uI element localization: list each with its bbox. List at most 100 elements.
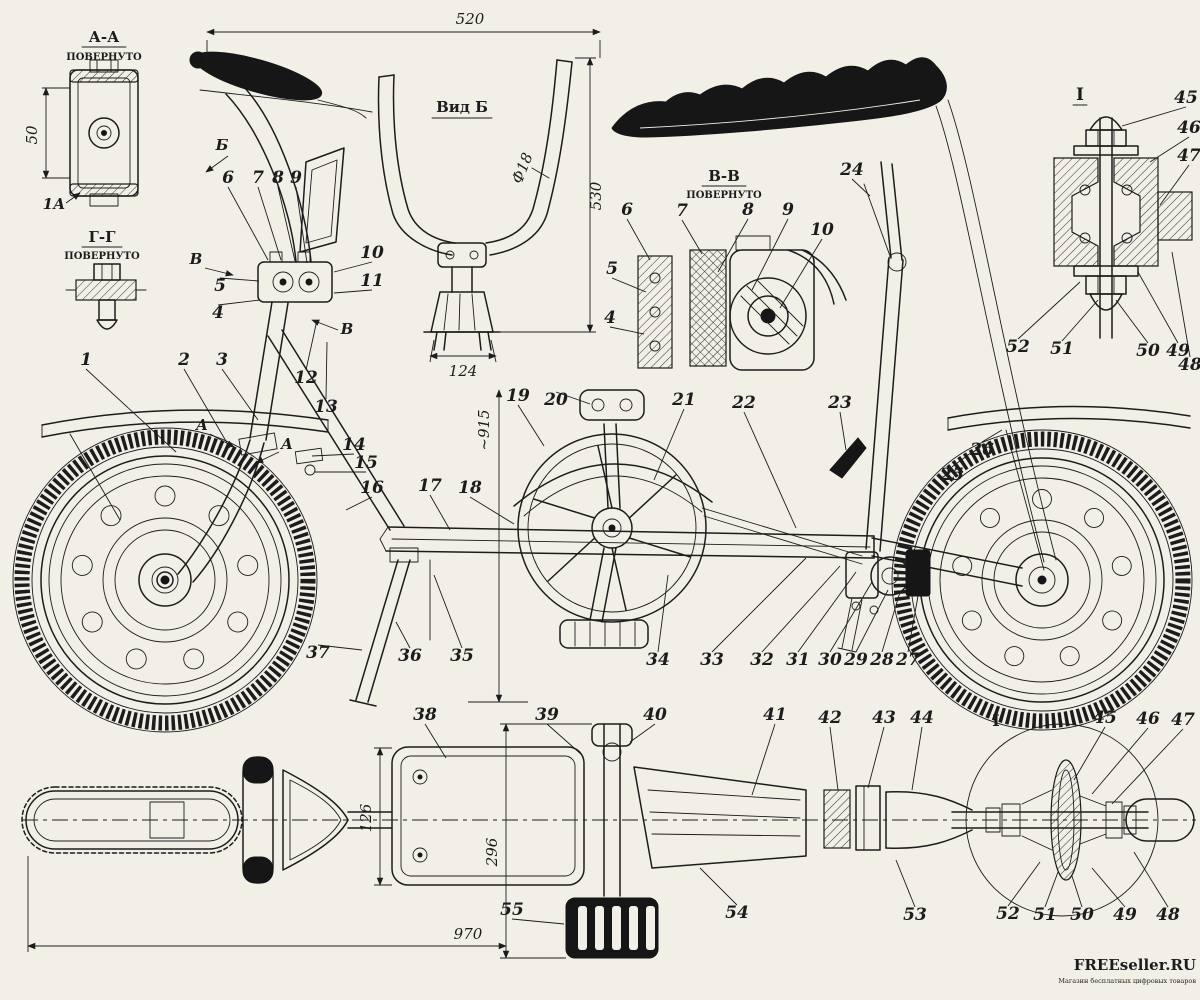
callout-leader xyxy=(395,621,411,649)
dim-915 xyxy=(468,389,528,703)
callout-leader xyxy=(429,494,451,531)
view-marker-А: А xyxy=(195,416,208,434)
part-callout-19: 19 xyxy=(506,386,530,406)
dimension-label: 124 xyxy=(449,362,478,380)
rear-drive-cluster xyxy=(837,549,931,653)
dimension-label: 530 xyxy=(587,181,605,210)
callout-leader xyxy=(517,404,545,447)
part-callout-4: 4 xyxy=(212,303,224,323)
view-marker-Б: Б xyxy=(215,136,229,154)
callout-leader xyxy=(907,595,919,653)
part-callout-21: 21 xyxy=(671,390,696,410)
banana-seat xyxy=(611,57,947,138)
part-callout-14: 14 xyxy=(342,435,366,455)
callout-leader xyxy=(311,453,355,457)
dimension-label: 520 xyxy=(456,10,485,28)
part-callout-35: 35 xyxy=(450,646,474,666)
callout-leader xyxy=(257,186,282,261)
callout-leader xyxy=(829,581,873,653)
view-marker-В: В xyxy=(189,250,203,268)
callout-leader xyxy=(851,178,871,197)
part-callout-9: 9 xyxy=(290,168,302,188)
fork-fairing-top xyxy=(282,769,349,871)
part-callout-53: 53 xyxy=(903,905,927,925)
view-marker-arrow xyxy=(205,155,229,173)
rear-wheel-holes xyxy=(952,489,1132,667)
chainguard-arc xyxy=(513,463,713,507)
callout-leader xyxy=(839,411,847,451)
part-callout-47: 47 xyxy=(1171,710,1195,730)
callout-leader xyxy=(219,277,260,282)
part-callout-52: 52 xyxy=(996,904,1020,924)
callout-leader xyxy=(424,723,447,759)
callout-leader xyxy=(611,277,647,293)
callout-leader xyxy=(333,261,373,273)
callout-leader xyxy=(629,723,656,743)
part-callout-30: 30 xyxy=(818,650,842,670)
dimension-label: 970 xyxy=(454,925,483,943)
part-callout-39: 39 xyxy=(535,705,559,725)
part-callout-9: 9 xyxy=(782,200,794,220)
part-callout-6: 6 xyxy=(621,200,633,220)
chainguard-top xyxy=(633,766,807,869)
watermark-brand: FREEseller.RU xyxy=(1074,956,1196,974)
callout-leader xyxy=(305,319,318,371)
part-callout-38: 38 xyxy=(413,705,437,725)
callout-leader xyxy=(1133,851,1169,908)
part-callout-46: 46 xyxy=(1177,118,1200,138)
callout-leader xyxy=(221,368,259,421)
part-callout-28: 28 xyxy=(869,650,894,670)
part-callout-15: 15 xyxy=(354,453,378,473)
frame-plate-top xyxy=(391,746,585,886)
section-aa-title: А-А xyxy=(89,28,120,46)
callout-leader xyxy=(895,859,916,908)
view-marker-arrow xyxy=(255,451,280,464)
part-callout-16: 16 xyxy=(360,478,384,498)
callout-leader xyxy=(85,368,177,453)
callout-leader xyxy=(325,341,328,400)
dimension-label: ~915 xyxy=(475,409,493,450)
part-callout-12: 12 xyxy=(294,368,318,388)
part-callout-10: 10 xyxy=(360,243,384,263)
detail-i-top: I xyxy=(1053,85,1193,339)
part-callout-49: 49 xyxy=(1113,905,1137,925)
front-wheel xyxy=(12,427,318,733)
part-callout-34: 34 xyxy=(646,650,670,670)
front-fender xyxy=(41,409,329,521)
callout-leader xyxy=(1061,299,1099,342)
dimension-label: 50 xyxy=(23,125,41,145)
callout-leader xyxy=(1137,271,1179,344)
part-callout-46: 46 xyxy=(1136,709,1160,729)
part-callout-29: 29 xyxy=(843,650,868,670)
part-callout-51: 51 xyxy=(1050,339,1074,359)
view-b-label: Вид Б xyxy=(436,98,488,116)
view-marker-В: В xyxy=(340,320,354,338)
brake-cable xyxy=(199,89,373,113)
part-callout-11: 11 xyxy=(360,271,384,291)
callout-leader xyxy=(555,391,591,405)
callout-leader xyxy=(1071,875,1083,908)
part-callout-55: 55 xyxy=(500,900,524,920)
seat-support-rod xyxy=(863,183,891,257)
pedal-up xyxy=(579,389,645,421)
callout-leader xyxy=(626,218,651,261)
part-callout-1: 1 xyxy=(80,350,92,370)
callout-leader xyxy=(751,723,776,796)
callout-leader xyxy=(1007,861,1041,907)
part-callout-8: 8 xyxy=(741,200,754,220)
view-marker-А: А xyxy=(280,435,293,453)
callout-leader xyxy=(1115,299,1149,344)
lever-wedge xyxy=(829,437,867,479)
part-callout-3: 3 xyxy=(216,350,228,370)
part-callout-41: 41 xyxy=(763,705,787,725)
pedal-down xyxy=(559,619,649,649)
callout-leader xyxy=(699,867,738,906)
part-callout-50: 50 xyxy=(1136,341,1160,361)
part-callout-42: 42 xyxy=(818,708,842,728)
callout-leader xyxy=(711,557,807,653)
callout-leader xyxy=(1044,871,1059,908)
dimension-label: 296 xyxy=(483,837,501,867)
part-callout-48: 48 xyxy=(1178,355,1200,375)
callout-leader xyxy=(546,723,583,756)
